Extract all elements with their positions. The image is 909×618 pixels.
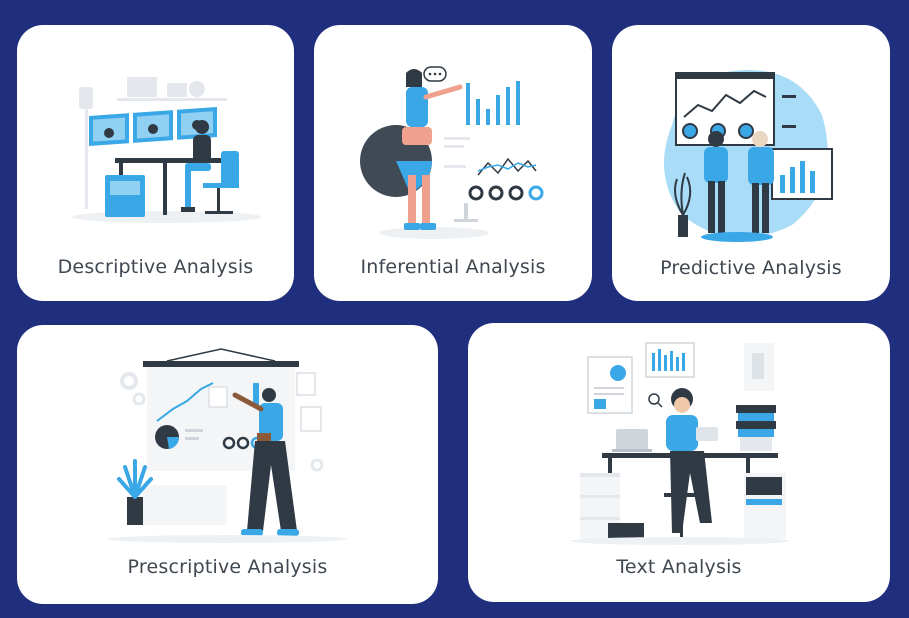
card-descriptive-analysis[interactable]: Descriptive Analysis: [17, 25, 294, 301]
card-label: Prescriptive Analysis: [127, 556, 328, 578]
card-inferential-analysis[interactable]: Inferential Analysis: [314, 25, 592, 301]
predictive-illustration: [664, 70, 833, 242]
card-label: Text Analysis: [616, 556, 742, 578]
descriptive-illustration: [72, 77, 262, 223]
card-text-analysis[interactable]: Text Analysis: [468, 323, 890, 602]
card-predictive-analysis[interactable]: Predictive Analysis: [612, 25, 890, 301]
card-prescriptive-analysis[interactable]: Prescriptive Analysis: [17, 325, 438, 604]
inferential-illustration: [360, 66, 544, 239]
card-label: Inferential Analysis: [360, 256, 546, 278]
text-analysis-illustration: [570, 342, 790, 545]
card-label: Predictive Analysis: [660, 257, 842, 279]
card-label: Descriptive Analysis: [57, 256, 254, 278]
prescriptive-illustration: [107, 348, 347, 543]
